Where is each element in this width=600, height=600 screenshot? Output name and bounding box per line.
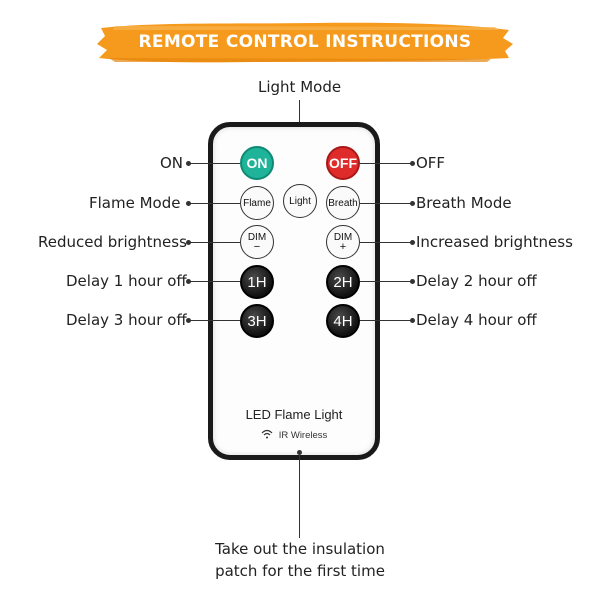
remote-brand-label: LED Flame Light [245, 407, 343, 422]
brush-stroke-background [97, 22, 513, 63]
insulation-line-1: Take out the insulation [215, 540, 385, 558]
insulation-connector [299, 452, 300, 538]
remote-notch [318, 455, 332, 459]
title-banner: REMOTE CONTROL INSTRUCTIONS [95, 18, 515, 66]
ir-wireless-text: IR Wireless [278, 430, 328, 442]
ir-wireless-label: IR Wireless [213, 429, 375, 442]
delay-4-connector-dot [410, 318, 415, 323]
flame-connector-dot [186, 201, 191, 206]
wifi-icon [261, 429, 273, 442]
on-label: ON [160, 154, 184, 172]
increased-connector-dot [410, 240, 415, 245]
delay-3-label: Delay 3 hour off [66, 311, 187, 329]
delay-2-connector [360, 281, 412, 282]
increased-brightness-label: Increased brightness [416, 233, 573, 251]
timer-4h-button[interactable]: 4H [326, 304, 360, 338]
page-title: REMOTE CONTROL INSTRUCTIONS [138, 32, 472, 52]
dim-up-button[interactable]: DIM + [326, 225, 360, 259]
flame-mode-label: Flame Mode [89, 194, 181, 212]
plus-icon: + [339, 240, 347, 253]
flame-button[interactable]: Flame [240, 186, 274, 220]
breath-connector-dot [410, 201, 415, 206]
insulation-connector-dot [297, 450, 302, 455]
dim-down-button[interactable]: DIM − [240, 225, 274, 259]
delay-2-connector-dot [410, 279, 415, 284]
increased-connector [360, 242, 412, 243]
minus-icon: − [253, 240, 261, 253]
light-button[interactable]: Light [283, 184, 317, 218]
reduced-connector [188, 242, 240, 243]
delay-1-label: Delay 1 hour off [66, 272, 187, 290]
breath-mode-label: Breath Mode [416, 194, 512, 212]
dim-down-text: DIM [247, 231, 267, 243]
timer-2h-button[interactable]: 2H [326, 265, 360, 299]
delay-4-connector [360, 320, 412, 321]
reduced-connector-dot [186, 240, 191, 245]
insulation-line-2: patch for the first time [215, 562, 385, 580]
reduced-brightness-label: Reduced brightness [38, 233, 187, 251]
off-connector [360, 163, 412, 164]
delay-3-connector-dot [186, 318, 191, 323]
delay-4-label: Delay 4 hour off [416, 311, 537, 329]
delay-1-connector [188, 281, 240, 282]
off-connector-dot [410, 161, 415, 166]
breath-button[interactable]: Breath [326, 186, 360, 220]
off-button[interactable]: OFF [326, 146, 360, 180]
timer-1h-button[interactable]: 1H [240, 265, 274, 299]
insulation-instruction: Take out the insulation patch for the fi… [180, 538, 420, 582]
flame-connector [188, 203, 240, 204]
light-mode-label: Light Mode [258, 78, 342, 96]
on-button[interactable]: ON [240, 146, 274, 180]
delay-2-label: Delay 2 hour off [416, 272, 537, 290]
on-connector [188, 163, 240, 164]
off-label: OFF [416, 154, 446, 172]
delay-1-connector-dot [186, 279, 191, 284]
breath-connector [360, 203, 412, 204]
delay-3-connector [188, 320, 240, 321]
dim-up-text: DIM [333, 231, 353, 243]
on-connector-dot [186, 161, 191, 166]
timer-3h-button[interactable]: 3H [240, 304, 274, 338]
